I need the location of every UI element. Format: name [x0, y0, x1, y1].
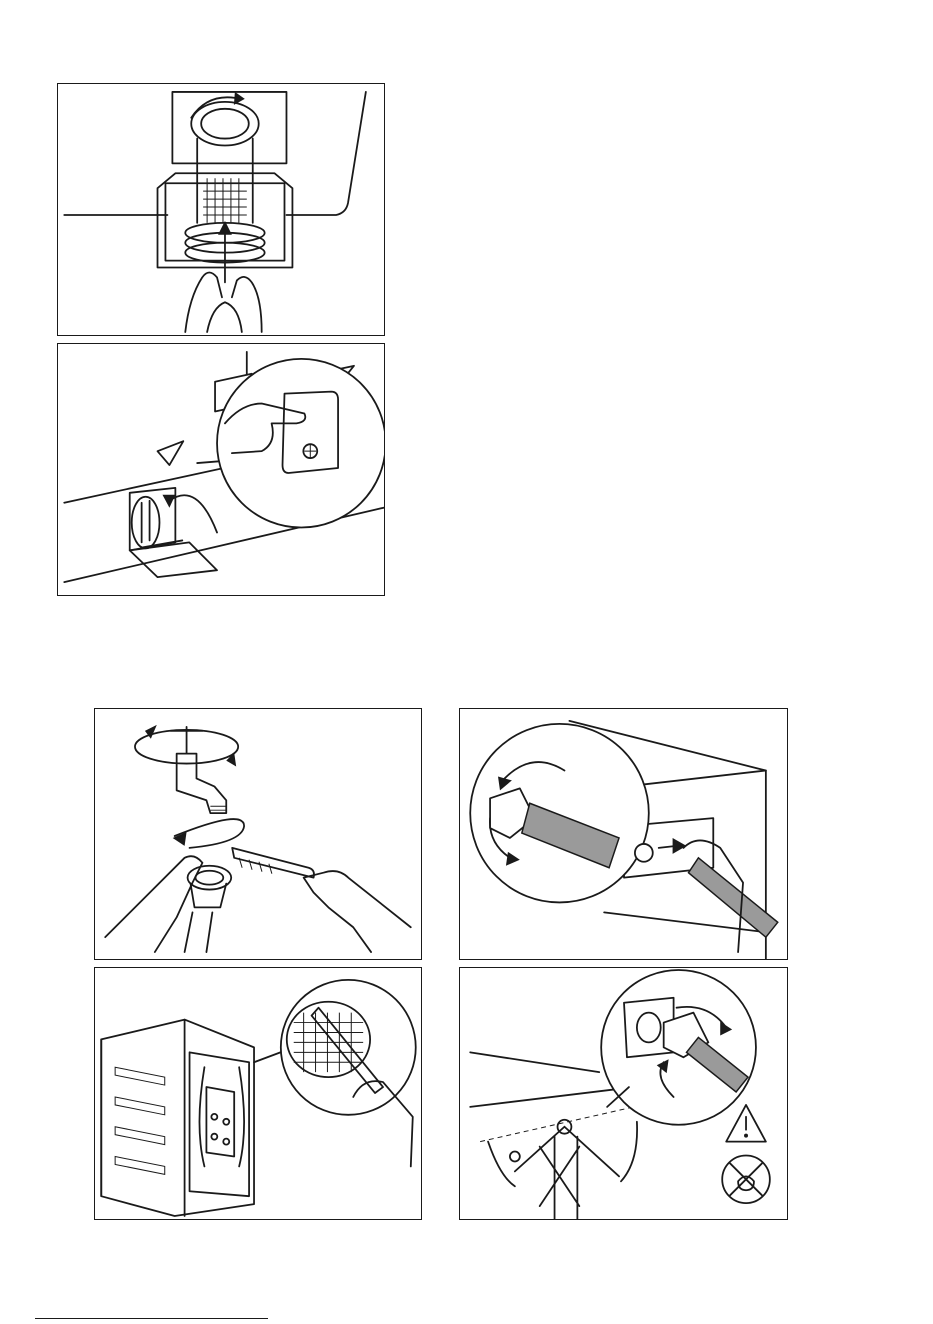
tap-icon	[171, 727, 203, 754]
figure-filter-removal	[57, 83, 385, 336]
filter-clean-illustration	[95, 968, 421, 1219]
filter-flap-illustration	[58, 344, 384, 595]
hose-remove-illustration	[460, 709, 787, 959]
hand-icon	[185, 272, 261, 332]
figure-inlet-hose-refit	[459, 967, 788, 1220]
figure-inlet-hose-remove	[459, 708, 788, 960]
figure-inlet-filter-clean	[94, 967, 422, 1220]
tap-clean-illustration	[95, 709, 421, 959]
hose-refit-illustration	[460, 968, 787, 1219]
brush-icon	[232, 848, 314, 878]
filter-removal-illustration	[58, 84, 384, 335]
figure-tap-thread-clean	[94, 708, 422, 960]
footer-rule	[35, 1318, 268, 1319]
curved-arrow-icon	[169, 495, 217, 532]
washing-machine-icon	[101, 1020, 254, 1216]
hand-icon	[304, 871, 411, 952]
triangle-marker-icon	[158, 441, 184, 465]
figure-filter-flap-open	[57, 343, 385, 596]
rotate-arrow-icon	[191, 97, 235, 117]
